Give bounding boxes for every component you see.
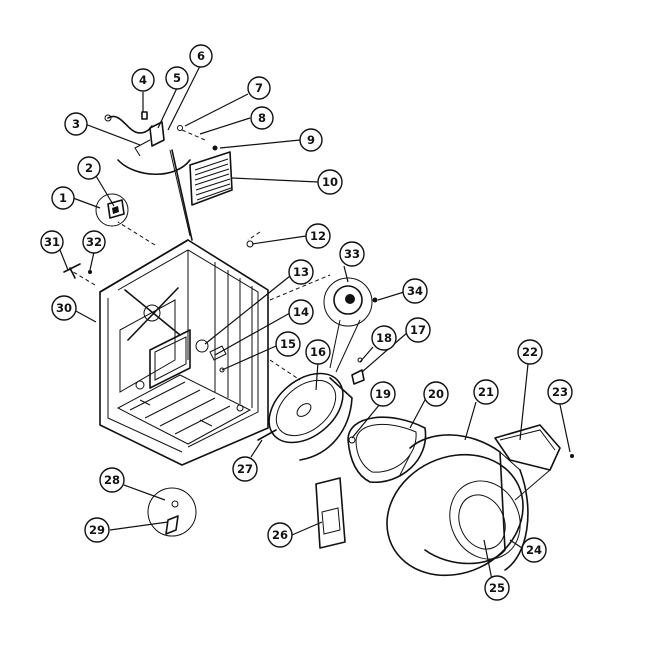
drum-seal — [347, 416, 427, 483]
svg-text:13: 13 — [293, 265, 309, 279]
callout-34: 34 — [402, 278, 428, 304]
svg-text:22: 22 — [522, 345, 538, 359]
parts-17-18 — [351, 357, 365, 385]
callout-9: 9 — [299, 128, 323, 152]
svg-text:27: 27 — [237, 462, 253, 476]
svg-text:31: 31 — [44, 235, 60, 249]
screw-32 — [88, 270, 92, 274]
alignment-line — [117, 221, 156, 246]
svg-text:17: 17 — [410, 323, 426, 337]
callout-14: 14 — [288, 299, 314, 325]
alignment-line — [269, 359, 301, 381]
callout-19: 19 — [370, 381, 396, 407]
svg-text:15: 15 — [280, 337, 296, 351]
svg-text:1: 1 — [59, 191, 67, 205]
alignment-line — [181, 129, 206, 141]
callout-15: 15 — [275, 331, 301, 357]
svg-text:26: 26 — [272, 528, 288, 542]
svg-text:29: 29 — [89, 523, 105, 537]
svg-text:3: 3 — [72, 117, 80, 131]
svg-text:8: 8 — [258, 111, 266, 125]
callout-30: 30 — [51, 295, 77, 321]
callout-12: 12 — [305, 223, 331, 249]
callout-25: 25 — [484, 575, 510, 601]
alignment-line — [247, 231, 261, 241]
callout-28: 28 — [99, 467, 125, 493]
callout-3: 3 — [64, 112, 88, 136]
alignment-line — [269, 274, 331, 301]
bolt-34 — [372, 297, 378, 303]
svg-text:4: 4 — [139, 73, 147, 87]
callout-18: 18 — [371, 325, 397, 351]
callout-33: 33 — [339, 241, 365, 267]
callout-24: 24 — [521, 537, 547, 563]
callout-16: 16 — [305, 339, 331, 365]
callout-4: 4 — [131, 68, 155, 92]
lint-duct-arc — [117, 149, 193, 241]
callout-32: 32 — [82, 230, 106, 254]
leveling-leg-31 — [63, 263, 81, 279]
svg-text:21: 21 — [478, 385, 494, 399]
inset-28-29 — [147, 487, 197, 537]
drum — [386, 434, 529, 577]
svg-text:32: 32 — [86, 235, 102, 249]
callout-6: 6 — [189, 44, 213, 68]
svg-text:10: 10 — [322, 175, 338, 189]
svg-text:24: 24 — [526, 543, 542, 557]
callout-26: 26 — [267, 522, 293, 548]
callout-1: 1 — [51, 186, 75, 210]
callout-7: 7 — [247, 76, 271, 100]
small-parts-13-15 — [195, 339, 227, 373]
switch-bracket — [134, 121, 165, 157]
alignment-line — [69, 269, 96, 286]
svg-text:6: 6 — [197, 49, 205, 63]
grill-10 — [189, 151, 233, 206]
callout-5: 5 — [165, 66, 189, 90]
screw-23 — [570, 454, 574, 458]
wire-harness — [104, 114, 153, 134]
svg-text:23: 23 — [552, 385, 568, 399]
callout-29: 29 — [84, 517, 110, 543]
screw-7-8 — [177, 125, 183, 131]
blower-inset — [323, 277, 373, 373]
callout-31: 31 — [40, 230, 64, 254]
callout-2: 2 — [77, 156, 101, 180]
cabinet — [99, 239, 269, 466]
svg-text:14: 14 — [293, 305, 309, 319]
screw-9 — [212, 145, 218, 151]
callout-17: 17 — [405, 317, 431, 343]
svg-text:9: 9 — [307, 133, 315, 147]
callout-20: 20 — [423, 381, 449, 407]
front-bulkhead — [257, 372, 353, 461]
callout-13: 13 — [288, 259, 314, 285]
drive-belt — [494, 424, 561, 501]
callout-21: 21 — [473, 379, 499, 405]
svg-text:34: 34 — [407, 284, 423, 298]
callout-8: 8 — [250, 106, 274, 130]
access-panel-26 — [315, 477, 346, 549]
door-switch-inset — [95, 193, 129, 227]
svg-text:16: 16 — [310, 345, 326, 359]
svg-text:20: 20 — [428, 387, 444, 401]
svg-text:33: 33 — [344, 247, 360, 261]
svg-text:2: 2 — [85, 161, 93, 175]
svg-text:18: 18 — [376, 331, 392, 345]
callout-10: 10 — [317, 169, 343, 195]
leader-lines — [59, 63, 571, 586]
callout-27: 27 — [232, 456, 258, 482]
callout-23: 23 — [547, 379, 573, 405]
svg-text:5: 5 — [173, 71, 181, 85]
svg-text:12: 12 — [310, 229, 326, 243]
screw-4 — [141, 111, 148, 120]
svg-text:19: 19 — [375, 387, 391, 401]
svg-text:7: 7 — [255, 81, 263, 95]
svg-text:28: 28 — [104, 473, 120, 487]
svg-text:25: 25 — [489, 581, 505, 595]
svg-text:30: 30 — [56, 301, 72, 315]
callout-22: 22 — [517, 339, 543, 365]
